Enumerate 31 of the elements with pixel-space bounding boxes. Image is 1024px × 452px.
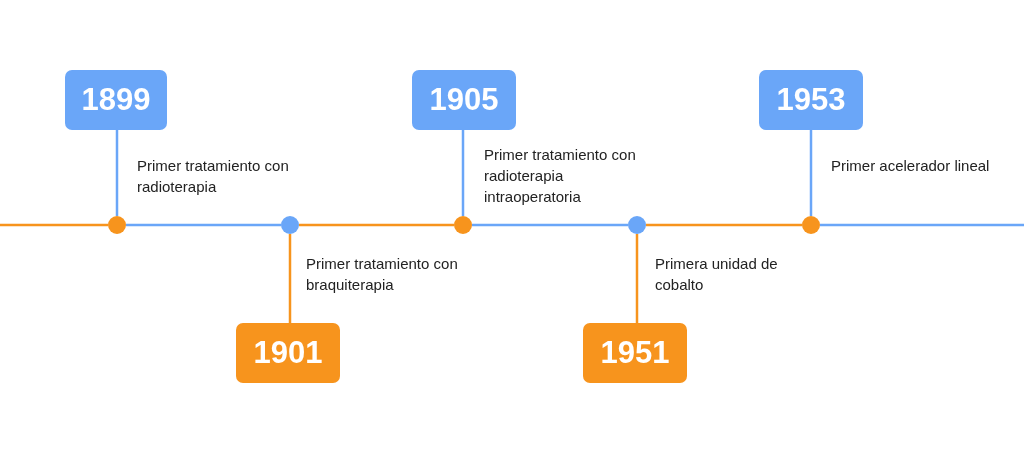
event-description: Primer tratamiento con braquiterapia <box>306 254 459 295</box>
timeline-line <box>809 130 813 216</box>
year-label: 1905 <box>429 82 499 118</box>
event-description: Primer acelerador lineal <box>831 156 991 176</box>
timeline-line <box>288 234 292 323</box>
event-description: Primera unidad de cobalto <box>655 254 779 295</box>
timeline-line <box>115 130 119 216</box>
timeline-line <box>646 223 802 227</box>
timeline-dot <box>802 216 820 234</box>
event-description: Primer tratamiento con radioterapia intraoperatoria <box>484 145 637 207</box>
year-box <box>236 323 340 383</box>
timeline-dot <box>628 216 646 234</box>
year-box <box>412 70 516 130</box>
timeline-line <box>635 234 639 323</box>
timeline-dot <box>454 216 472 234</box>
timeline-line <box>0 223 108 227</box>
year-box <box>65 70 167 130</box>
year-label: 1953 <box>776 82 846 118</box>
timeline-line <box>126 223 281 227</box>
timeline-dot <box>281 216 299 234</box>
year-box <box>759 70 863 130</box>
timeline-line <box>820 223 1024 227</box>
year-box <box>583 323 687 383</box>
event-description: Primer tratamiento con radioterapia <box>137 156 290 197</box>
timeline-dot <box>108 216 126 234</box>
year-label: 1951 <box>600 335 670 371</box>
timeline-line <box>461 130 465 216</box>
timeline-line <box>472 223 628 227</box>
year-label: 1899 <box>81 82 151 118</box>
year-label: 1901 <box>253 335 323 371</box>
timeline-line <box>299 223 454 227</box>
